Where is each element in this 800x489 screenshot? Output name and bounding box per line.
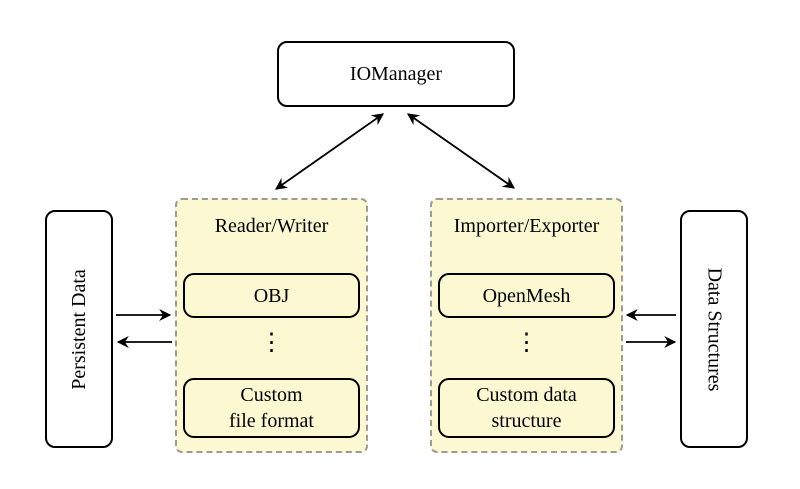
custom-file-format-line2: file format bbox=[229, 410, 314, 432]
persistent-data-box: Persistent Data bbox=[45, 210, 113, 448]
custom-data-structure-box: Custom data structure bbox=[438, 378, 615, 438]
openmesh-label-line1: OpenMesh bbox=[482, 284, 571, 307]
persistent-data-label: Persistent Data bbox=[67, 268, 90, 390]
importer-exporter-group: Importer/Exporter OpenMesh ⋮ Custom data… bbox=[430, 198, 623, 453]
iomanager-box: IOManager bbox=[277, 41, 515, 107]
custom-data-structure-line1: Custom data bbox=[476, 384, 577, 406]
iomanager-importerexporter-arrow bbox=[407, 113, 515, 189]
custom-file-format-line1: Custom bbox=[240, 384, 303, 406]
iomanager-label: IOManager bbox=[349, 62, 443, 85]
reader-writer-ellipsis: ⋮ bbox=[259, 328, 284, 356]
openmesh-box: OpenMesh bbox=[438, 273, 615, 318]
reader-writer-group: Reader/Writer OBJ ⋮ Custom file format bbox=[175, 198, 368, 453]
custom-file-format-box: Custom file format bbox=[183, 378, 360, 438]
reader-writer-title: Reader/Writer bbox=[214, 215, 329, 237]
data-structures-box: Data Structures bbox=[680, 210, 748, 448]
obj-label-line1: OBJ bbox=[253, 284, 290, 307]
data-structures-label: Data Structures bbox=[703, 267, 726, 391]
obj-box: OBJ bbox=[183, 273, 360, 318]
iomanager-readerwriter-arrow bbox=[275, 113, 384, 190]
custom-data-structure-line2: structure bbox=[491, 410, 562, 432]
importer-exporter-title: Importer/Exporter bbox=[453, 215, 600, 237]
importer-exporter-ellipsis: ⋮ bbox=[514, 328, 539, 356]
